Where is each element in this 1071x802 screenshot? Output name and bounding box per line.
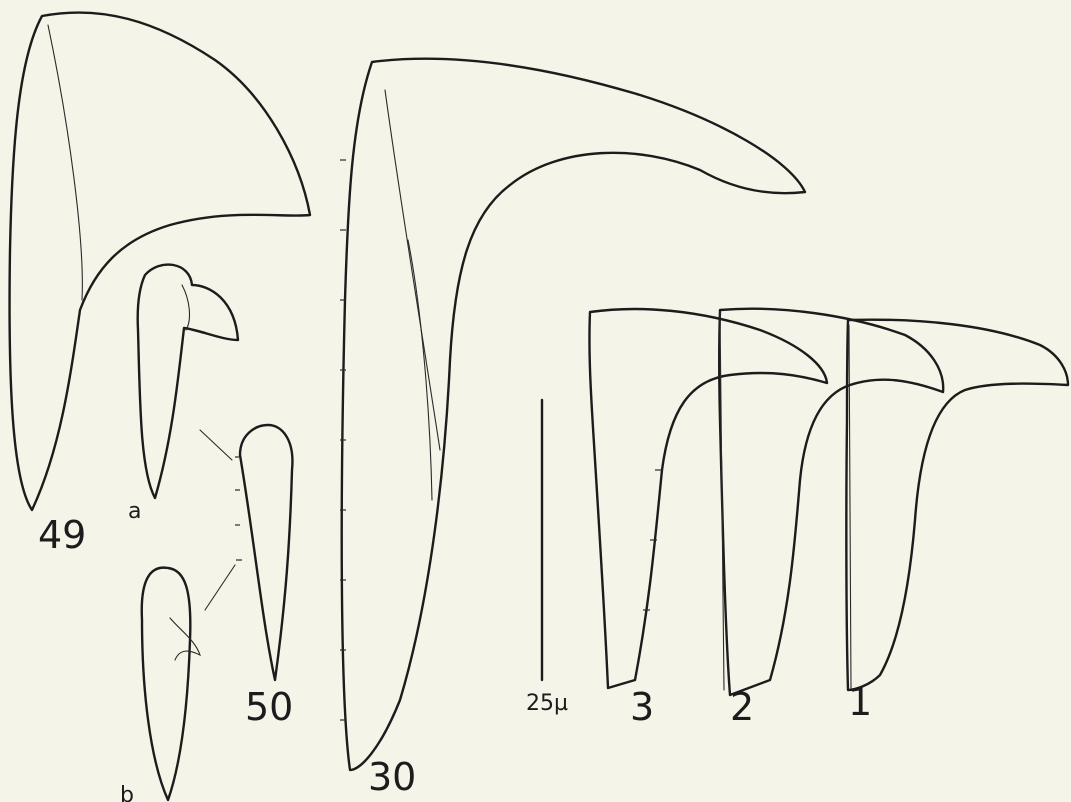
- figure-3-hook: [589, 309, 827, 688]
- figure-49b-label: b: [120, 783, 134, 802]
- figure-30-label: 30: [368, 755, 416, 799]
- figure-49-label: 49: [38, 513, 86, 557]
- figure-2-hook: [719, 309, 943, 695]
- figure-1-label: 1: [848, 680, 872, 724]
- figure-49-hook: [10, 13, 310, 510]
- figure-2-label: 2: [730, 685, 754, 729]
- figure-49a-hook: [138, 265, 238, 498]
- figure-30-hook: [340, 59, 805, 770]
- figure-50-rod: [235, 425, 292, 680]
- figure-3-label: 3: [630, 685, 654, 729]
- figure-49b-rod: [142, 568, 200, 800]
- connector-a-to-50: [200, 430, 232, 460]
- connector-b-to-50: [205, 565, 235, 610]
- figure-1-hook: [846, 320, 1068, 690]
- scale-bar-label: 25µ: [526, 691, 568, 716]
- figure-50-label: 50: [245, 685, 293, 729]
- figure-49a-label: a: [128, 499, 141, 524]
